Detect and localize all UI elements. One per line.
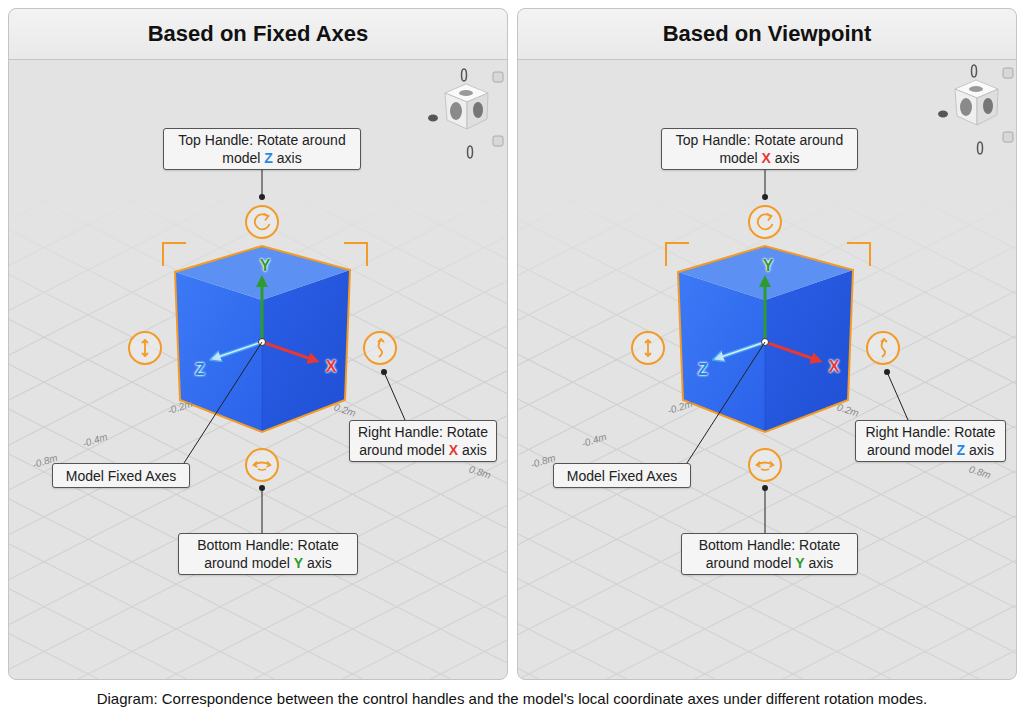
axis-label: Y (260, 257, 271, 275)
callout-box: Model Fixed Axes (52, 463, 190, 488)
callout-text: Right Handle: Rotate around model X axis (356, 423, 490, 459)
callout-box: Right Handle: Rotate around model Z axis (855, 420, 1006, 462)
mode-panel: Based on ViewpointTop Handle: Rotate aro… (517, 8, 1017, 680)
panel-heading: Based on Viewpoint (518, 9, 1016, 60)
callout-box: Model Fixed Axes (553, 463, 691, 488)
callout-text: Top Handle: Rotate around model X axis (668, 131, 851, 167)
callout-text: Bottom Handle: Rotate around model Y axi… (185, 536, 351, 572)
callout-box: Top Handle: Rotate around model Z axis (163, 128, 361, 170)
axis-label: Z (698, 361, 708, 379)
callout-text: Model Fixed Axes (567, 467, 678, 485)
callout-box: Top Handle: Rotate around model X axis (661, 128, 858, 170)
callout-box: Right Handle: Rotate around model X axis (349, 420, 497, 462)
panel-heading: Based on Fixed Axes (9, 9, 507, 60)
callout-text: Top Handle: Rotate around model Z axis (170, 131, 354, 167)
callout-text: Right Handle: Rotate around model Z axis (862, 423, 999, 459)
mode-panel: Based on Fixed AxesTop Handle: Rotate ar… (8, 8, 508, 680)
figure-caption: Diagram: Correspondence between the cont… (0, 690, 1024, 707)
axis-label: X (829, 358, 840, 376)
callout-text: Bottom Handle: Rotate around model Y axi… (688, 536, 851, 572)
axis-label: Y (763, 257, 774, 275)
callout-box: Bottom Handle: Rotate around model Y axi… (178, 533, 358, 575)
axis-label: X (326, 358, 337, 376)
callout-box: Bottom Handle: Rotate around model Y axi… (681, 533, 858, 575)
callout-text: Model Fixed Axes (66, 467, 177, 485)
axis-label: Z (195, 361, 205, 379)
